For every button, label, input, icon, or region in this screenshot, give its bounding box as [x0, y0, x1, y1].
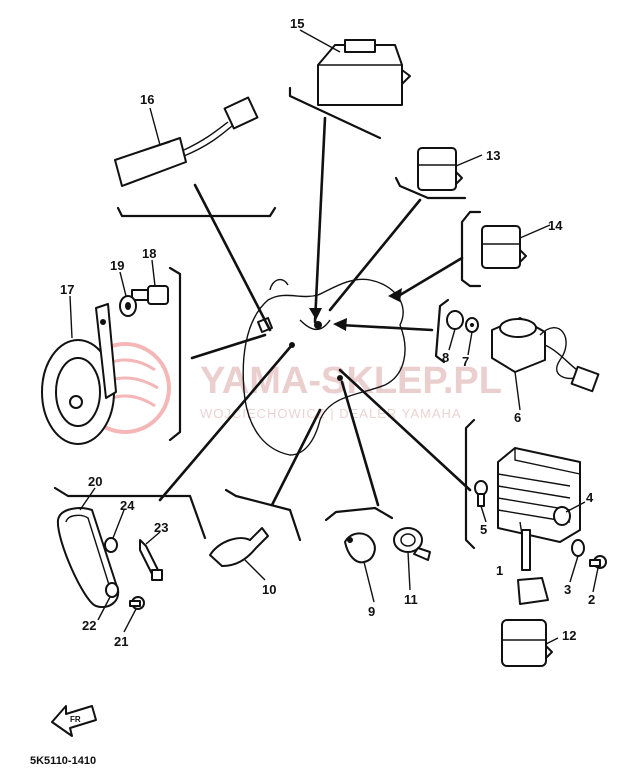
label-part-16: 16 [140, 92, 154, 107]
part-6-flasher [491, 317, 600, 393]
label-part-2: 2 [588, 592, 595, 607]
diagram-code: 5K5110-1410 [30, 755, 96, 767]
part-10-bracket [209, 527, 269, 567]
part-18-bolt [131, 285, 169, 305]
label-part-1: 1 [496, 563, 503, 578]
label-part-14: 14 [548, 218, 563, 233]
group-brackets [53, 86, 482, 550]
part-11-clamp [393, 527, 431, 561]
label-part-4: 4 [586, 490, 594, 505]
part-12-relay [501, 619, 553, 667]
label-part-18: 18 [142, 246, 156, 261]
part-9-clamp [344, 532, 376, 564]
part-22-nut [105, 582, 119, 598]
part-3-washer [571, 539, 585, 557]
label-part-22: 22 [82, 618, 96, 633]
label-part-10: 10 [262, 582, 276, 597]
label-part-23: 23 [154, 520, 168, 535]
label-part-15: 15 [290, 16, 304, 31]
part-15-relay [317, 39, 411, 106]
part-7-washer [465, 317, 479, 333]
label-part-12: 12 [562, 628, 576, 643]
part-2-bolt [589, 555, 607, 569]
label-part-5: 5 [480, 522, 487, 537]
label-part-11: 11 [404, 592, 418, 607]
part-8-nut [446, 310, 464, 330]
front-marker-text: FR [70, 715, 81, 724]
label-part-21: 21 [114, 634, 128, 649]
label-part-13: 13 [486, 148, 500, 163]
watermark-subtitle: WOJCIECHOWICZ | DEALER YAMAHA [200, 406, 462, 421]
part-23-bolt [139, 539, 163, 581]
part-21-bolt [129, 596, 145, 610]
part-14-relay [481, 225, 527, 269]
part-19-washer [119, 295, 137, 317]
label-part-8: 8 [442, 350, 449, 365]
part-20-reflector [56, 507, 120, 608]
leader-lines [158, 116, 472, 507]
part-16-connector [114, 96, 259, 187]
label-part-17: 17 [60, 282, 74, 297]
label-part-9: 9 [368, 604, 375, 619]
label-part-20: 20 [88, 474, 102, 489]
part-4-nut [553, 506, 571, 526]
label-part-6: 6 [514, 410, 521, 425]
label-part-19: 19 [110, 258, 124, 273]
part-13-relay [417, 147, 463, 191]
label-part-3: 3 [564, 582, 571, 597]
label-leaders [69, 29, 599, 645]
part-5-bolt [474, 480, 488, 507]
label-part-24: 24 [120, 498, 135, 513]
label-part-7: 7 [462, 354, 469, 369]
part-labels: 15 16 13 14 17 18 19 8 7 6 5 1 4 3 2 12 … [60, 16, 595, 649]
rectifier-coupler [517, 577, 549, 605]
front-arrow-icon: FR [51, 705, 97, 737]
part-24-nut [104, 537, 118, 553]
part-17-horn [41, 303, 117, 445]
